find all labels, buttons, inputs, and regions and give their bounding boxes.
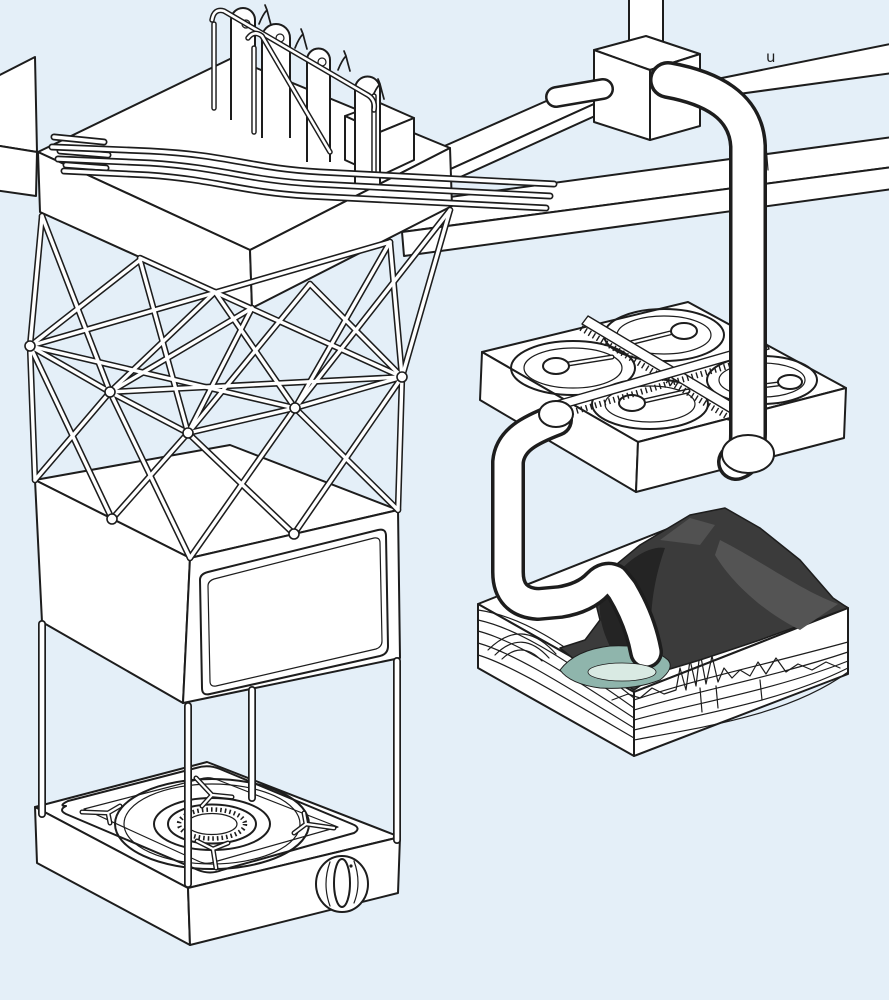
truss-strut bbox=[28, 344, 297, 410]
stub-pipe bbox=[545, 78, 614, 108]
truss-strut bbox=[33, 390, 112, 482]
truss-strut bbox=[400, 208, 452, 379]
pipe-collar bbox=[721, 434, 775, 474]
pool-water bbox=[587, 662, 657, 682]
truss-strut bbox=[108, 390, 190, 435]
truss-strut bbox=[108, 375, 404, 394]
pipe-collar bbox=[538, 400, 574, 428]
band-mark: u bbox=[766, 48, 776, 66]
bird-mark-icon bbox=[258, 4, 272, 26]
truss-strut bbox=[388, 240, 404, 379]
gas-stove bbox=[34, 761, 401, 946]
capillary-pipes bbox=[209, 7, 378, 175]
stand-legs bbox=[38, 620, 401, 888]
truss-strut bbox=[188, 406, 297, 560]
truss-strut bbox=[138, 258, 190, 435]
truss-strut bbox=[28, 344, 37, 482]
truss-strut bbox=[28, 240, 392, 348]
truss-node bbox=[289, 402, 301, 414]
control-knob bbox=[315, 855, 369, 913]
pan-supports bbox=[79, 775, 337, 871]
bird-mark-icon bbox=[337, 50, 351, 72]
truss-node bbox=[104, 386, 116, 398]
truss-strut bbox=[108, 290, 217, 394]
screen-window bbox=[199, 528, 389, 696]
bird-mark-icon bbox=[294, 28, 308, 50]
platform-fork-pipes bbox=[48, 133, 558, 212]
truss-strut bbox=[293, 375, 404, 410]
truss-node bbox=[288, 528, 300, 540]
truss-strut bbox=[396, 375, 404, 512]
main-pipe bbox=[649, 61, 775, 481]
seismic-profile bbox=[611, 651, 841, 713]
truss-node bbox=[182, 427, 194, 439]
lattice-truss bbox=[24, 206, 454, 562]
truss-strut bbox=[138, 256, 404, 379]
truss-strut bbox=[186, 306, 254, 435]
truss-strut bbox=[186, 282, 312, 435]
truss-node bbox=[106, 513, 118, 525]
screen-box bbox=[34, 444, 401, 704]
truss-strut bbox=[293, 208, 452, 410]
truss-strut bbox=[40, 214, 112, 394]
truss-strut bbox=[28, 344, 114, 521]
truss-strut bbox=[186, 406, 297, 435]
descent-pipe bbox=[491, 400, 663, 682]
burner-tray bbox=[61, 765, 359, 874]
truss-node bbox=[24, 340, 36, 352]
truss-strut bbox=[110, 431, 190, 521]
truss-strut bbox=[292, 375, 404, 536]
truss-strut bbox=[108, 306, 254, 394]
truss-strut bbox=[28, 344, 112, 394]
truss-node bbox=[396, 371, 408, 383]
stirring-ladles bbox=[542, 322, 803, 412]
terrain-model bbox=[477, 507, 849, 757]
truss-strut bbox=[28, 214, 44, 348]
truss-strut bbox=[28, 258, 142, 348]
basin-platform bbox=[479, 301, 847, 493]
left-band bbox=[0, 56, 38, 197]
